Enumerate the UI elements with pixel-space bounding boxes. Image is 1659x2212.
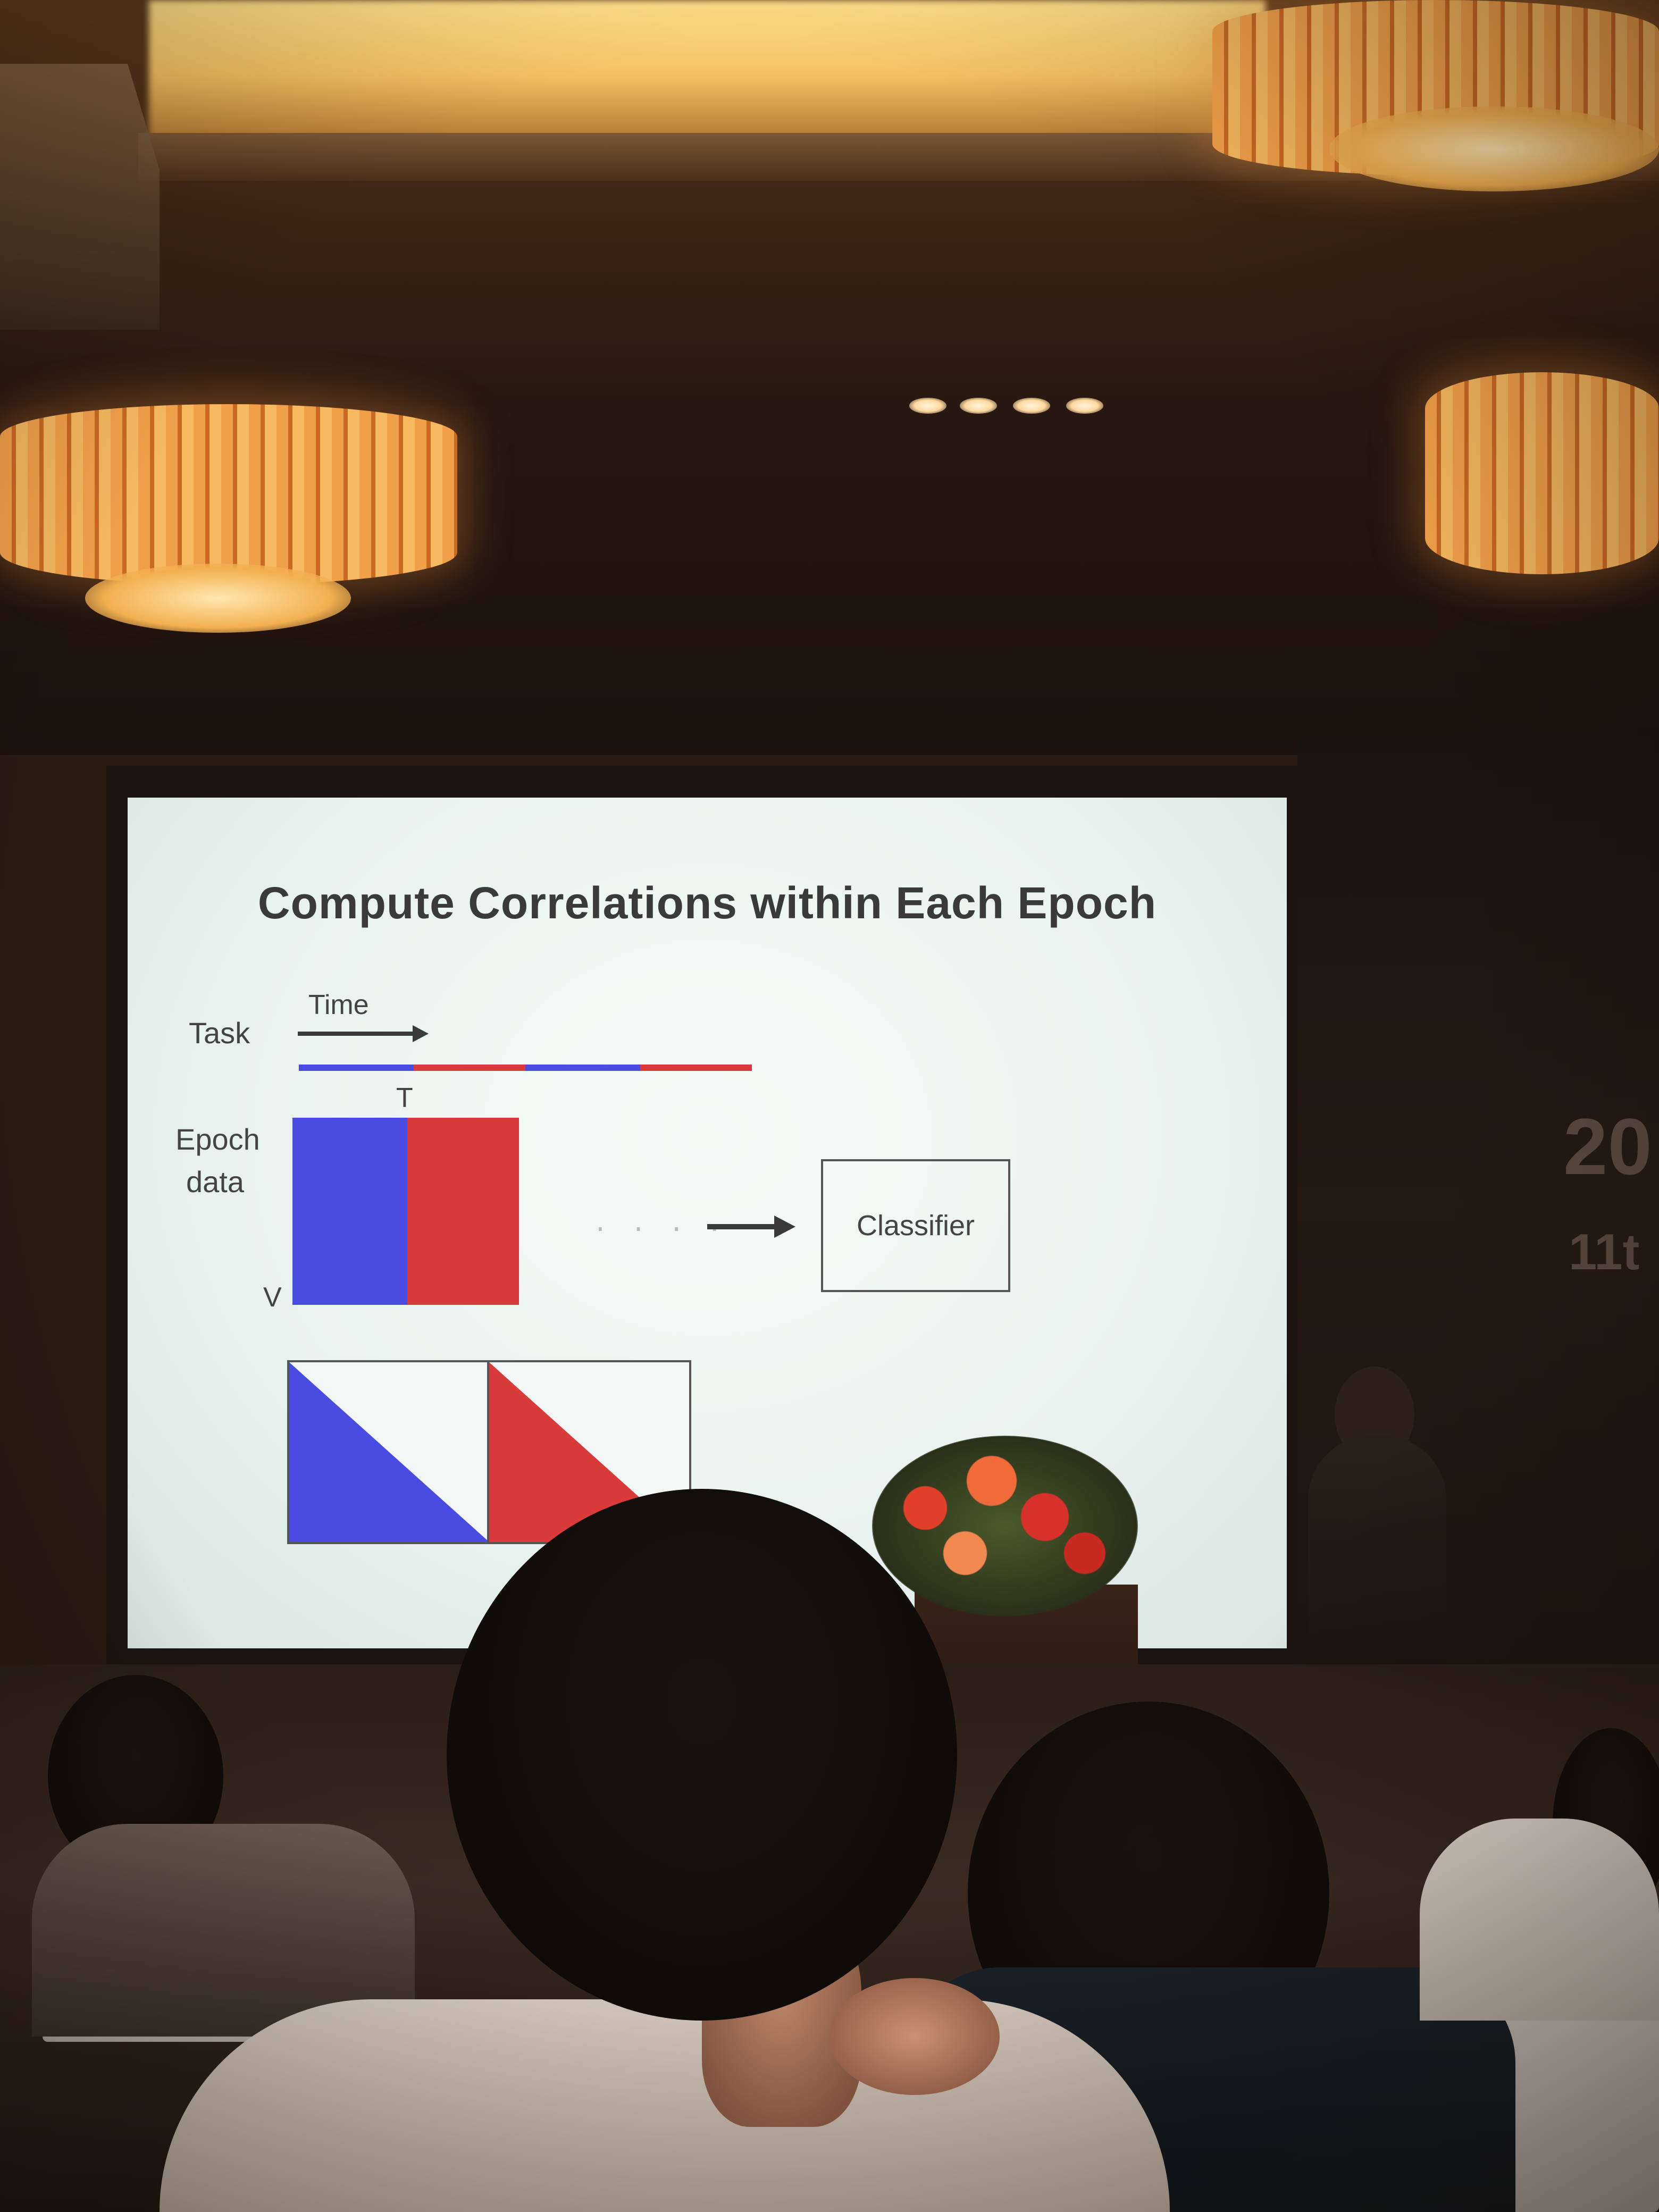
banner-year: 20 [1563, 1102, 1652, 1191]
ceiling-spotlight [1066, 398, 1103, 414]
arrow-head-icon [774, 1216, 795, 1238]
task-segment-red [414, 1065, 525, 1071]
ceiling-spotlight [960, 398, 997, 414]
lamp-glow [85, 564, 351, 633]
ellipsis-dots: · · · · [596, 1212, 729, 1247]
pendant-lamp [1425, 372, 1659, 574]
ceiling-spotlight [1013, 398, 1050, 414]
correlation-triangle-blue [289, 1362, 489, 1542]
t-label: T [396, 1083, 413, 1113]
pendant-lamp [0, 404, 457, 585]
task-segment-red [640, 1065, 752, 1071]
epoch-data-red-block [407, 1118, 519, 1305]
foreground-person-head [447, 1489, 957, 2021]
to-classifier-arrow [707, 1224, 776, 1229]
banner-date: 11t [1569, 1224, 1640, 1280]
time-label: Time [308, 990, 369, 1020]
foreground-person-hand [830, 1978, 1000, 2095]
classifier-label: Classifier [856, 1210, 975, 1242]
slide-title: Compute Correlations within Each Epoch [257, 878, 1157, 928]
projector [0, 64, 160, 330]
audience-member [1420, 1819, 1659, 2021]
lamp-glow [1329, 106, 1659, 191]
time-arrow [298, 1032, 415, 1036]
epoch-label-line1: Epoch [175, 1122, 260, 1156]
arrow-head-icon [413, 1025, 429, 1042]
ceiling-cove-light [149, 0, 1266, 138]
task-label: Task [189, 1016, 250, 1050]
correlation-divider [487, 1362, 489, 1542]
ceiling-spotlight [909, 398, 946, 414]
task-segment-blue [299, 1065, 414, 1071]
flower-arrangement [872, 1436, 1138, 1616]
epoch-data-blue-block [292, 1118, 407, 1305]
epoch-label-line2: data [186, 1165, 244, 1199]
foreground-person-shirt [160, 1999, 1170, 2212]
classifier-box: Classifier [821, 1159, 1010, 1292]
v-label: V [263, 1282, 282, 1313]
task-segment-blue [525, 1065, 640, 1071]
